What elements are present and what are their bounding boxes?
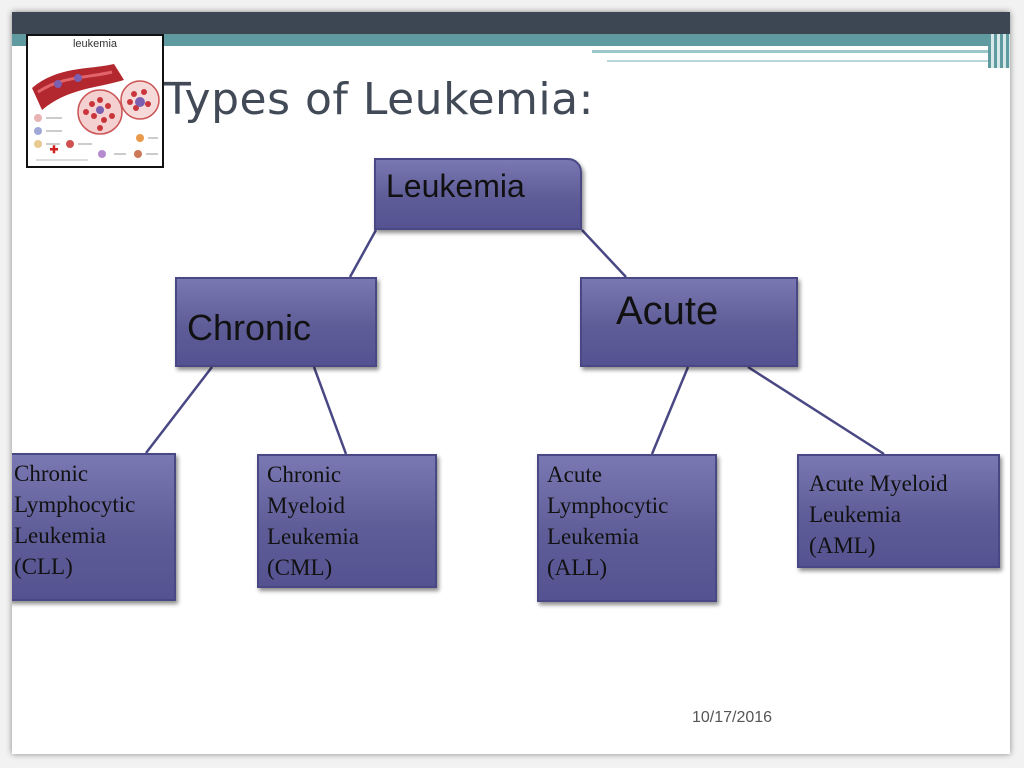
node-all: Acute Lymphocytic Leukemia (ALL) [537,454,717,602]
connector-chronic-cll [146,367,212,453]
connector-root-acute [582,230,626,277]
node-cll: Chronic Lymphocytic Leukemia (CLL) [12,453,176,601]
node-aml: Acute Myeloid Leukemia (AML) [797,454,1000,568]
tree-connectors [12,12,1010,754]
node-chronic: Chronic [175,277,377,367]
connector-root-chronic [350,230,376,277]
connector-acute-all [652,367,688,454]
connector-acute-aml [748,367,884,454]
slide-date: 10/17/2016 [692,709,772,727]
connector-chronic-cml [314,367,346,454]
slide: leukemia [12,12,1010,754]
node-leukemia: Leukemia [374,158,582,230]
node-cml: Chronic Myeloid Leukemia (CML) [257,454,437,588]
node-acute: Acute [580,277,798,367]
